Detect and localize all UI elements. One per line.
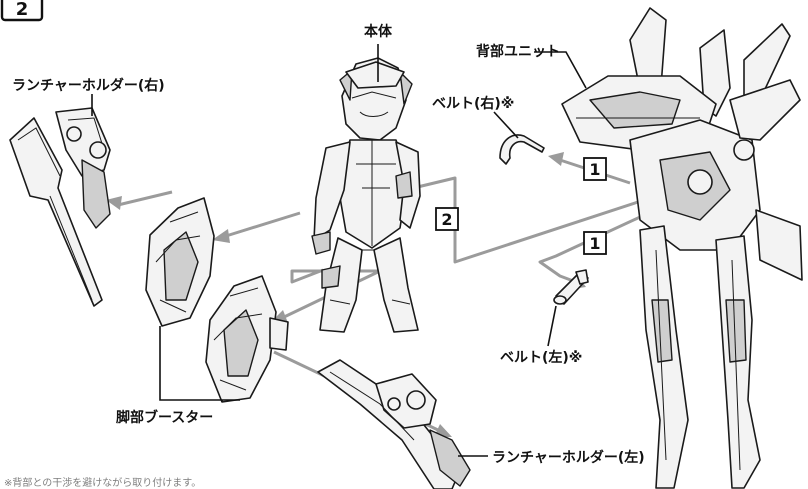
arrow-head	[212, 229, 230, 243]
label-back-unit: 背部ユニット	[476, 43, 560, 60]
main-body-figure	[311, 57, 421, 333]
label-launcher-holder-right: ランチャーホルダー(右)	[12, 77, 165, 94]
launcher-holder-right-part	[9, 107, 111, 307]
footnote: ※背部との干渉を避けながら取り付けます。	[4, 476, 201, 489]
leader-belt-right	[493, 111, 519, 139]
label-belt-left: ベルト(左)※	[500, 349, 582, 366]
leader-belt-left	[547, 305, 557, 347]
leg-booster-right-part	[145, 197, 215, 327]
label-launcher-holder-left: ランチャーホルダー(左)	[492, 449, 645, 466]
arrow-head	[548, 152, 564, 166]
leader-lines	[91, 44, 587, 457]
sub-step-number: 1	[589, 234, 600, 253]
step-number-box: 2	[0, 0, 44, 22]
sub-step-number: 1	[589, 160, 600, 179]
sub-step-box-belt-left: 1	[583, 231, 607, 255]
label-body: 本体	[364, 23, 393, 40]
belt-left-part	[553, 269, 589, 305]
sub-step-box-belt-right: 1	[583, 157, 607, 181]
arrow-booster-to-holder-right	[117, 190, 173, 207]
arrow-head	[106, 196, 122, 210]
label-belt-right: ベルト(右)※	[432, 95, 514, 112]
leader-back-unit	[534, 51, 587, 89]
launcher-holder-left-part	[317, 359, 471, 489]
label-leg-booster: 脚部ブースター	[116, 409, 213, 426]
leader-booster-1	[159, 326, 240, 401]
arrow-body-to-booster-right	[225, 211, 301, 238]
step-number: 2	[16, 0, 29, 20]
back-unit-part	[561, 7, 803, 489]
sub-step-number: 2	[441, 210, 452, 229]
leg-booster-left-part	[205, 275, 289, 403]
sub-step-box-back-unit: 2	[435, 207, 459, 231]
belt-right-part	[499, 134, 545, 165]
